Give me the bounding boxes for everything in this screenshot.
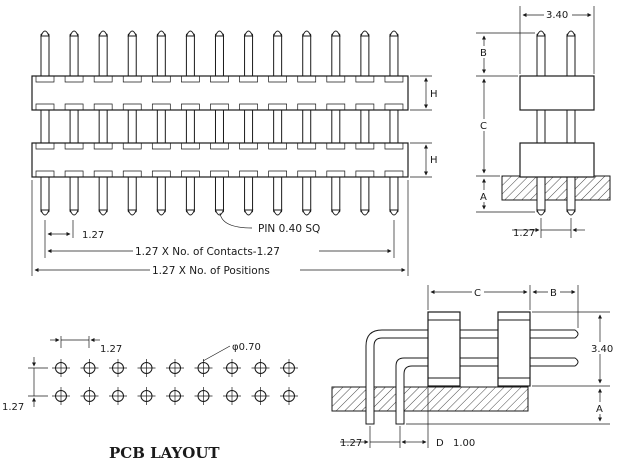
ra-board	[331, 386, 529, 412]
side-upper-housing	[519, 75, 595, 111]
pin-size-note: PIN 0.40 SQ	[258, 223, 320, 235]
dim-side-width: 3.40	[546, 10, 568, 21]
dim-ra-d-value: 1.00	[453, 438, 475, 449]
pcb-hole	[194, 387, 213, 405]
dim-ra-b: B	[550, 288, 557, 299]
front-pin	[243, 30, 254, 216]
pcb-hole	[251, 387, 270, 405]
front-pin	[185, 30, 196, 216]
dim-side-a: A	[480, 192, 487, 203]
pcb-hole	[137, 387, 156, 405]
pcb-layout: 1.27 1.27 φ0.70 PCB LAYOUT	[2, 336, 298, 462]
pcb-layout-title: PCB LAYOUT	[109, 444, 220, 462]
front-pin	[389, 30, 399, 216]
front-pin	[127, 30, 137, 216]
front-pin	[69, 30, 79, 216]
front-view: H H 1.27 PIN 0.40 SQ 1.27 X No. of Conta…	[31, 30, 438, 277]
pcb-hole	[52, 359, 70, 377]
housing-notches	[35, 76, 404, 177]
dim-contacts-span: 1.27 X No. of Contacts-1.27	[135, 246, 280, 258]
side-lower-housing	[519, 142, 595, 178]
dim-pcb-hole: φ0.70	[232, 342, 261, 353]
dim-ra-d-label: D	[436, 438, 444, 449]
pcb-hole	[223, 359, 241, 377]
front-pin	[331, 30, 341, 216]
front-pin	[272, 30, 283, 216]
ra-housing-left	[427, 311, 461, 387]
side-board	[501, 175, 611, 201]
pcb-hole	[80, 359, 99, 377]
pcb-hole	[80, 387, 99, 405]
dim-h-upper: H	[430, 89, 438, 100]
dim-h-lower: H	[430, 155, 438, 166]
front-pin	[301, 30, 312, 216]
front-pin	[360, 30, 370, 216]
dim-pcb-pitch-y: 1.27	[2, 402, 24, 413]
dim-side-b: B	[480, 48, 487, 59]
front-pins	[40, 30, 399, 216]
pcb-hole	[166, 359, 184, 377]
dim-ra-width: 3.40	[591, 344, 613, 355]
dim-pcb-pitch-x: 1.27	[100, 344, 122, 355]
pcb-hole	[109, 359, 127, 377]
pcb-hole	[280, 359, 298, 377]
upper-housing	[31, 75, 409, 111]
dim-side-pitch: 1.27	[513, 228, 535, 239]
pcb-holes	[52, 359, 298, 405]
pcb-hole	[280, 387, 298, 405]
ra-housing-right	[497, 311, 531, 387]
pcb-hole	[194, 359, 213, 377]
dim-pitch-front: 1.27	[82, 230, 104, 241]
lower-housing	[31, 142, 409, 178]
pcb-hole	[251, 359, 270, 377]
dim-ra-pitch: 1.27	[340, 438, 362, 449]
front-pin	[156, 30, 167, 216]
pcb-hole	[223, 387, 241, 405]
pcb-hole	[137, 359, 156, 377]
dim-positions-span: 1.27 X No. of Positions	[152, 265, 270, 277]
pcb-hole	[52, 387, 70, 405]
dim-ra-a: A	[596, 404, 603, 415]
dim-side-c: C	[480, 121, 487, 132]
pcb-hole	[166, 387, 184, 405]
dim-ra-c: C	[474, 288, 481, 299]
front-pin	[98, 30, 108, 216]
front-pin	[214, 30, 225, 216]
front-pin	[40, 30, 50, 216]
right-angle-view: C B 3.40 A 1.27 D 1.00	[331, 285, 616, 449]
side-view: 3.40 B C A 1.27	[476, 6, 611, 239]
pcb-hole	[109, 387, 127, 405]
